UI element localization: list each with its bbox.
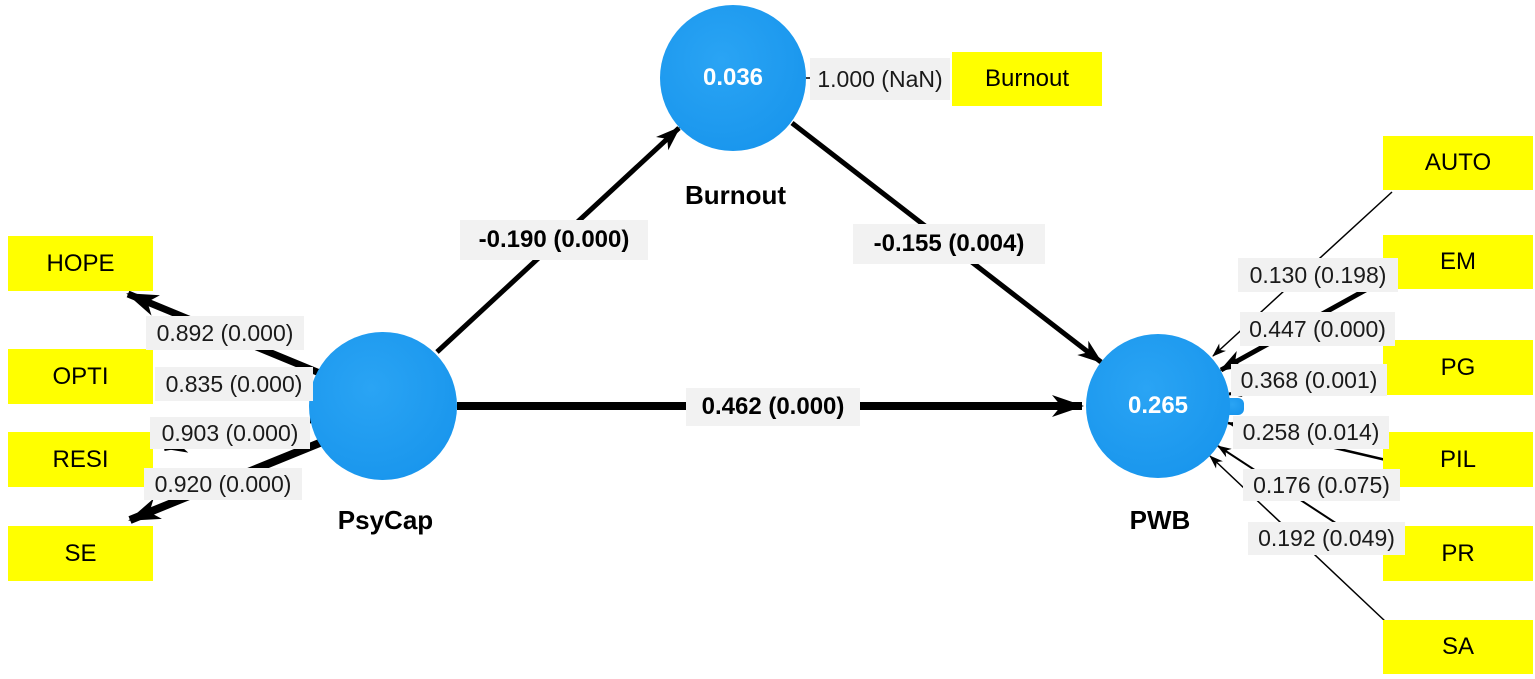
loading-label-pr: 0.176 (0.075) — [1243, 469, 1400, 501]
indicator-box-burnout-item[interactable]: Burnout — [952, 52, 1102, 106]
loading-label-hope: 0.892 (0.000) — [146, 316, 304, 350]
loading-label-pg: 0.368 (0.001) — [1231, 364, 1387, 396]
burnout-r-squared: 0.036 — [702, 64, 764, 91]
indicator-box-resi[interactable]: RESI — [8, 432, 153, 487]
loading-label-opti: 0.835 (0.000) — [155, 367, 313, 401]
path-label-burnout-pwb: -0.155 (0.004) — [853, 224, 1045, 264]
indicator-box-pg[interactable]: PG — [1383, 340, 1533, 395]
construct-circle-pwb[interactable] — [1086, 334, 1230, 478]
pwb-r-squared: 0.265 — [1127, 392, 1189, 419]
loading-label-em: 0.447 (0.000) — [1240, 312, 1395, 346]
indicator-box-se[interactable]: SE — [8, 526, 153, 581]
loading-label-burnout-item: 1.000 (NaN) — [810, 58, 950, 100]
loading-label-auto: 0.130 (0.198) — [1238, 258, 1398, 292]
loading-label-resi: 0.903 (0.000) — [150, 417, 310, 449]
indicator-box-opti[interactable]: OPTI — [8, 349, 153, 404]
construct-label-burnout: Burnout — [684, 180, 787, 210]
path-label-psycap-burnout: -0.190 (0.000) — [460, 220, 648, 260]
loading-label-sa: 0.192 (0.049) — [1248, 522, 1405, 555]
construct-circle-burnout[interactable] — [660, 5, 806, 151]
indicator-box-pil[interactable]: PIL — [1383, 432, 1533, 487]
indicator-box-auto[interactable]: AUTO — [1383, 136, 1533, 190]
construct-label-pwb: PWB — [1129, 505, 1191, 535]
indicator-box-sa[interactable]: SA — [1383, 620, 1533, 674]
indicator-box-em[interactable]: EM — [1383, 235, 1533, 289]
path-label-psycap-pwb: 0.462 (0.000) — [686, 388, 860, 426]
indicator-box-pr[interactable]: PR — [1383, 526, 1533, 581]
loading-label-pil: 0.258 (0.014) — [1233, 416, 1389, 449]
indicator-box-hope[interactable]: HOPE — [8, 236, 153, 291]
construct-circle-psycap[interactable] — [309, 332, 457, 480]
construct-label-psycap: PsyCap — [337, 505, 434, 535]
loading-label-se: 0.920 (0.000) — [144, 468, 302, 500]
